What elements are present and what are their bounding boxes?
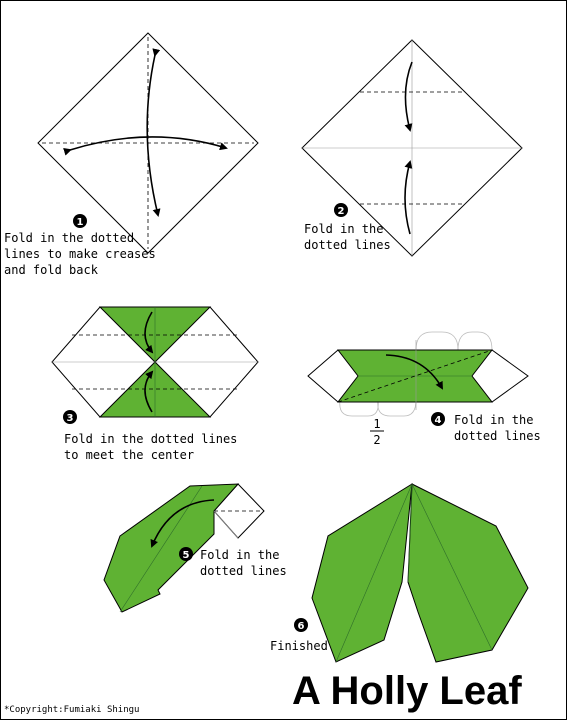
step-number: 6 <box>298 621 305 632</box>
step-6-figure <box>311 483 529 663</box>
copyright-notice: *Copyright:Fumiaki Shingu <box>4 705 139 715</box>
step-5-label: 5 Fold in the dotted lines <box>179 547 287 578</box>
step-number-badge <box>179 547 193 561</box>
step-number-badge <box>431 412 445 426</box>
step-instruction-line: lines to make creases <box>4 247 156 261</box>
step-number: 3 <box>67 413 74 424</box>
step-instruction-line: Fold in the <box>454 413 533 427</box>
step-instruction-line: and fold back <box>4 263 99 277</box>
step-instruction-line: dotted lines <box>200 564 287 578</box>
step-number-badge <box>294 618 308 632</box>
step-6-label: 6 Finished <box>270 618 328 653</box>
fraction-numerator: 1 <box>373 417 380 431</box>
step-instruction-line: Fold in the <box>200 548 279 562</box>
step-number-badge <box>334 203 348 217</box>
step-4-label: 4 Fold in the dotted lines <box>431 412 541 443</box>
step-number: 5 <box>183 550 190 561</box>
step-3-label: 3 Fold in the dotted lines to meet the c… <box>63 410 237 462</box>
step-instruction-line: Finished <box>270 639 328 653</box>
step-instruction-line: to meet the center <box>64 448 194 462</box>
step-instruction-line: Fold in the <box>304 222 383 236</box>
step-instruction-line: dotted lines <box>304 238 391 252</box>
step-instruction-line: dotted lines <box>454 429 541 443</box>
step-2-figure <box>301 39 523 257</box>
step-number-badge <box>63 410 77 424</box>
step-1-figure <box>37 32 259 254</box>
step-4-figure <box>307 331 529 417</box>
page-title: A Holly Leaf <box>292 669 522 713</box>
step-instruction-line: Fold in the dotted lines <box>64 432 237 446</box>
step-instruction-line: Fold in the dotted <box>4 231 134 245</box>
step-4-fraction: 1 2 <box>370 417 384 447</box>
step-3-figure <box>51 306 259 418</box>
step-number: 1 <box>77 217 84 228</box>
step-number: 4 <box>435 415 442 426</box>
step-number: 2 <box>338 206 345 217</box>
fraction-denominator: 2 <box>373 433 380 447</box>
step-5-figure <box>103 483 265 613</box>
step-2-label: 2 Fold in the dotted lines <box>304 203 391 252</box>
step-number-badge <box>73 214 87 228</box>
step-1-label: 1 Fold in the dotted lines to make creas… <box>4 214 156 277</box>
